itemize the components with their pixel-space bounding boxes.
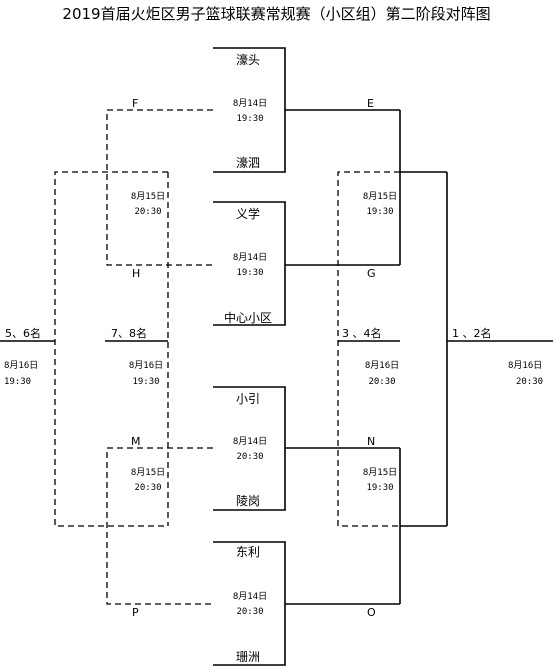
match-date: 8月16日 [364, 361, 400, 371]
match-date: 8月15日 [130, 192, 166, 202]
team-label: 东利 [236, 545, 261, 559]
match-date: 8月14日 [232, 437, 268, 447]
team-label: 濠头 [236, 53, 261, 67]
placement-label: 3 、4名 [342, 327, 382, 340]
team-label: 义学 [236, 207, 261, 221]
team-label: 中心小区 [224, 311, 273, 325]
match-time: 19:30 [366, 207, 394, 217]
match-date: 8月15日 [362, 192, 398, 202]
match-time: 19:30 [236, 114, 264, 124]
match-date: 8月15日 [130, 468, 166, 478]
match-time: 20:30 [236, 452, 264, 462]
match-time: 20:30 [236, 607, 264, 617]
match-time: 20:30 [134, 207, 162, 217]
placement-label: 1 、2名 [452, 327, 492, 340]
match-time: 19:30 [4, 377, 32, 387]
match-date: 8月14日 [232, 592, 268, 602]
match-date: 8月16日 [128, 361, 164, 371]
team-label: 濠泗 [236, 156, 261, 170]
placement-label: 7、8名 [111, 327, 147, 340]
node-label: O [367, 606, 376, 619]
node-label: H [132, 267, 141, 280]
match-time: 19:30 [366, 483, 394, 493]
loser-bracket-dashed-lines [54, 109, 400, 605]
match-time: 20:30 [368, 377, 396, 387]
match-time: 20:30 [516, 377, 544, 387]
match-date: 8月16日 [4, 361, 39, 371]
node-label: N [367, 435, 376, 448]
page-title: 2019首届火炬区男子篮球联赛常规赛（小区组）第二阶段对阵图 [62, 5, 491, 23]
match-time: 20:30 [134, 483, 162, 493]
node-label: M [131, 435, 141, 448]
team-label: 珊洲 [236, 650, 261, 664]
team-label: 陵岗 [236, 494, 261, 508]
node-label: F [132, 97, 139, 110]
node-label: E [367, 97, 374, 110]
match-date: 8月14日 [232, 253, 268, 263]
node-label: P [132, 606, 139, 619]
node-label: G [367, 267, 376, 280]
match-date: 8月16日 [508, 361, 543, 371]
match-time: 19:30 [132, 377, 160, 387]
winner-bracket-solid-lines [0, 47, 553, 666]
match-time: 19:30 [236, 268, 264, 278]
match-date: 8月14日 [232, 99, 268, 109]
placement-label: 5、6名 [5, 327, 41, 340]
team-label: 小引 [236, 392, 261, 406]
match-date: 8月15日 [362, 468, 398, 478]
